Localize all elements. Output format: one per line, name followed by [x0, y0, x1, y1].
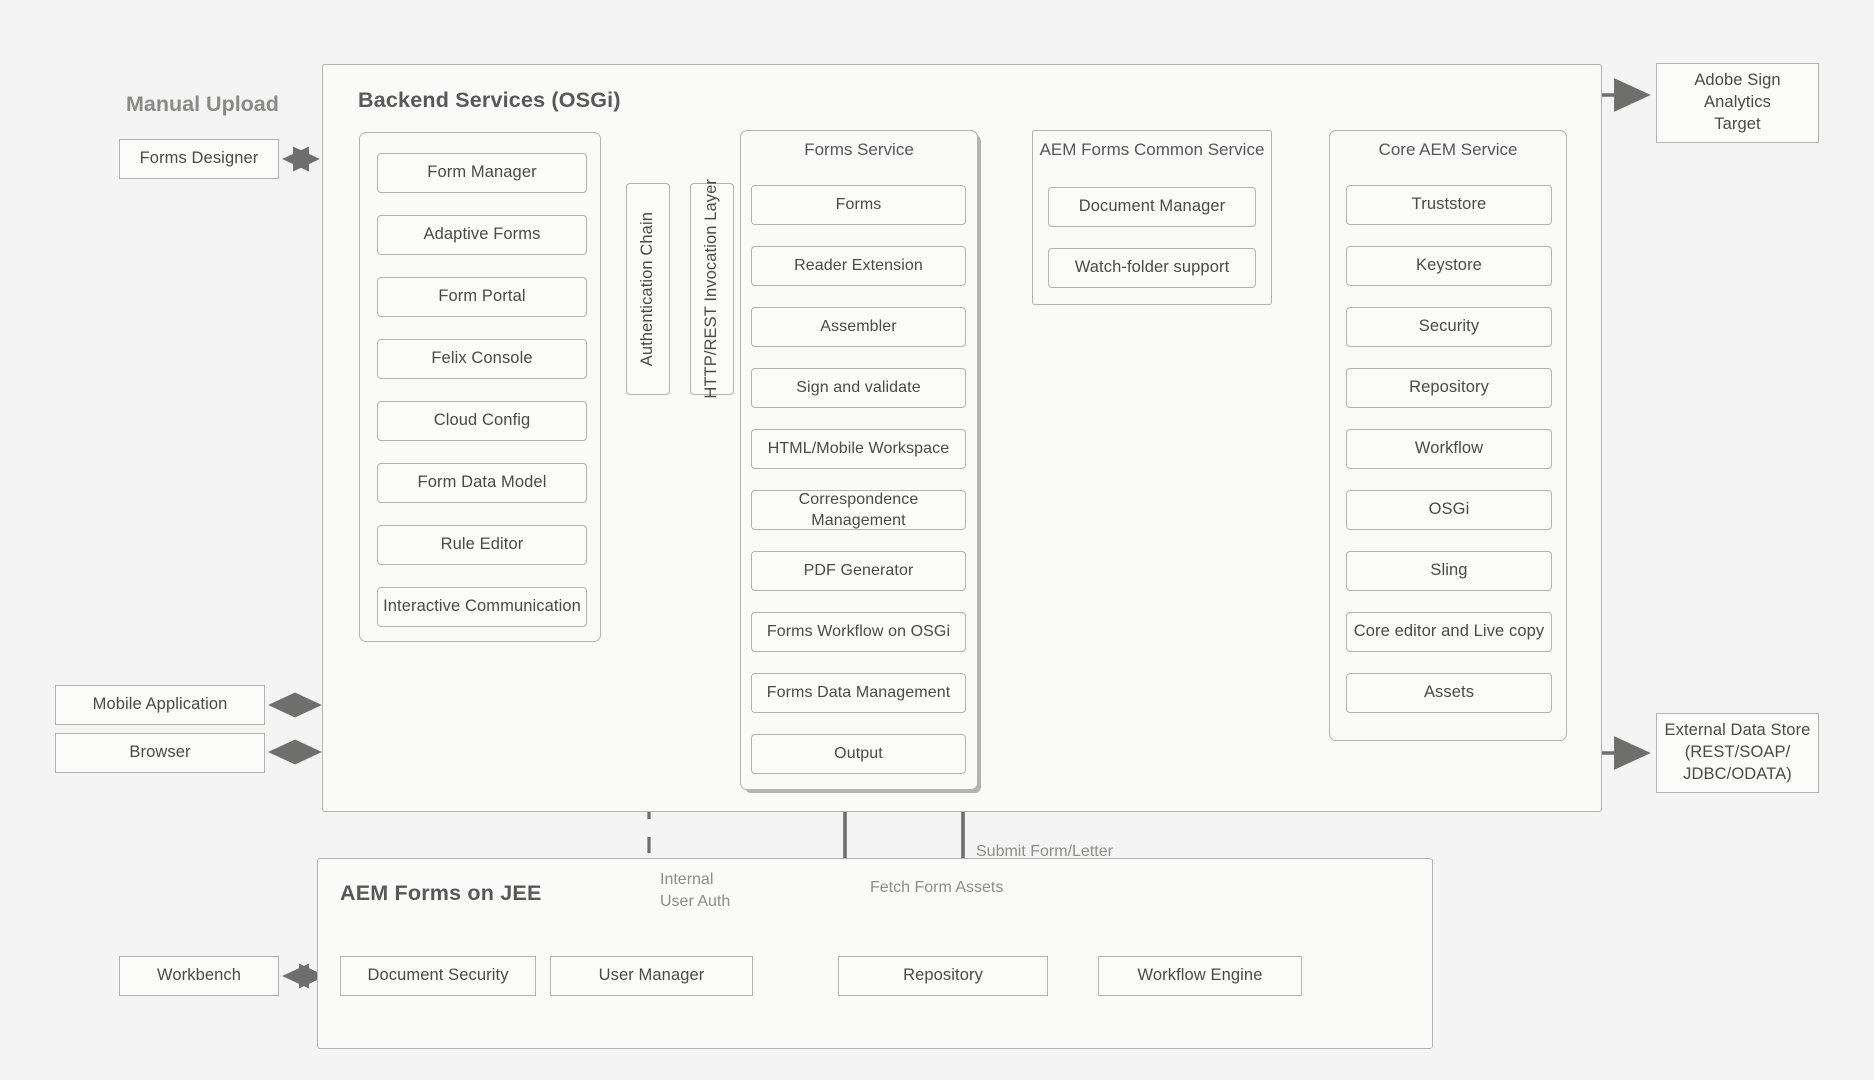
forms-service-item-reader-extension[interactable]: Reader Extension [751, 246, 966, 286]
node-label: Rule Editor [440, 535, 524, 554]
osgi-module-interactive-communication[interactable]: Interactive Communication [377, 587, 587, 627]
aem-forms-jee-container [317, 858, 1433, 1049]
text-line: Adobe Sign [1694, 71, 1781, 90]
mobile-application-box[interactable]: Mobile Application [55, 685, 265, 725]
forms-designer-box[interactable]: Forms Designer [119, 139, 279, 179]
node-label: Core editor and Live copy [1353, 622, 1545, 641]
core-aem-item-repository[interactable]: Repository [1346, 368, 1552, 408]
node-label: Forms Workflow on OSGi [766, 623, 951, 641]
jee-repository[interactable]: Repository [838, 956, 1048, 996]
osgi-module-adaptive-forms[interactable]: Adaptive Forms [377, 215, 587, 255]
text-line: Target [1714, 114, 1761, 133]
node-label: Correspondence Management [798, 490, 919, 529]
common-service-title: AEM Forms Common Service [1039, 140, 1265, 159]
external-data-store-box[interactable]: External Data Store (REST/SOAP/JDBC/ODATA… [1656, 713, 1819, 793]
forms-service-item-output[interactable]: Output [751, 734, 966, 774]
node-label: Forms [835, 196, 882, 214]
node-label: Repository [903, 966, 983, 985]
aem-forms-jee-title: AEM Forms on JEE [340, 881, 542, 905]
forms-service-item-correspondence-management[interactable]: Correspondence Management [751, 490, 966, 530]
text-line: Analytics [1704, 93, 1771, 112]
browser-box[interactable]: Browser [55, 733, 265, 773]
node-label: Truststore [1411, 195, 1487, 214]
node-label: Sign and validate [796, 379, 921, 397]
node-label: User Manager [598, 966, 705, 985]
forms-service-title: Forms Service [804, 140, 914, 159]
osgi-module-felix-console[interactable]: Felix Console [377, 339, 587, 379]
jee-document-security[interactable]: Document Security [340, 956, 536, 996]
fetch-form-assets-label: Fetch Form Assets [870, 879, 1004, 896]
authentication-chain-label: Authentication Chain [638, 211, 657, 367]
node-label: Adaptive Forms [423, 225, 541, 244]
backend-services-title: Backend Services (OSGi) [358, 88, 621, 112]
text-line: JDBC/ODATA) [1683, 764, 1792, 783]
core-aem-item-security[interactable]: Security [1346, 307, 1552, 347]
forms-service-item-html-mobile-workspace[interactable]: HTML/Mobile Workspace [751, 429, 966, 469]
authentication-chain-box: Authentication Chain [626, 183, 670, 395]
text-line: External Data Store [1664, 721, 1811, 740]
forms-service-item-forms[interactable]: Forms [751, 185, 966, 225]
osgi-module-form-manager[interactable]: Form Manager [377, 153, 587, 193]
text-line: User Auth [660, 892, 731, 910]
node-label: Forms Data Management [766, 684, 951, 702]
node-label: Form Data Model [417, 473, 547, 492]
node-label: Cloud Config [433, 411, 531, 430]
core-aem-item-workflow[interactable]: Workflow [1346, 429, 1552, 469]
node-label: HTML/Mobile Workspace [767, 440, 950, 458]
core-aem-item-truststore[interactable]: Truststore [1346, 185, 1552, 225]
workbench-box[interactable]: Workbench [119, 956, 279, 996]
core-aem-item-sling[interactable]: Sling [1346, 551, 1552, 591]
node-label: Document Manager [1078, 197, 1226, 216]
node-label: Security [1418, 317, 1480, 336]
node-label: Workflow [1414, 439, 1484, 458]
node-label: Assembler [820, 318, 897, 336]
forms-service-item-assembler[interactable]: Assembler [751, 307, 966, 347]
core-aem-item-core-editor-and-live-copy[interactable]: Core editor and Live copy [1346, 612, 1552, 652]
http-rest-invocation-layer-box: HTTP/REST Invocation Layer [690, 179, 734, 399]
text-line: Internal [660, 871, 714, 888]
core-aem-item-osgi[interactable]: OSGi [1346, 490, 1552, 530]
node-label: Assets [1423, 683, 1475, 702]
osgi-module-cloud-config[interactable]: Cloud Config [377, 401, 587, 441]
core-aem-item-keystore[interactable]: Keystore [1346, 246, 1552, 286]
node-label: Keystore [1416, 256, 1482, 275]
forms-service-item-pdf-generator[interactable]: PDF Generator [751, 551, 966, 591]
jee-workflow-engine[interactable]: Workflow Engine [1098, 956, 1302, 996]
node-label: Interactive Communication [383, 597, 581, 616]
submit-form-letter-label: Submit Form/Letter [976, 843, 1113, 860]
http-rest-invocation-layer-label: HTTP/REST Invocation Layer [702, 179, 721, 399]
forms-service-item-forms-data-management[interactable]: Forms Data Management [751, 673, 966, 713]
osgi-module-form-portal[interactable]: Form Portal [377, 277, 587, 317]
node-label: Watch-folder support [1074, 258, 1230, 277]
node-label: Output [834, 745, 883, 763]
common-service-item-watch-folder-support[interactable]: Watch-folder support [1048, 248, 1256, 288]
node-label: Repository [1409, 378, 1489, 397]
osgi-module-form-data-model[interactable]: Form Data Model [377, 463, 587, 503]
forms-service-item-sign-and-validate[interactable]: Sign and validate [751, 368, 966, 408]
node-label: Sling [1430, 561, 1468, 580]
core-aem-service-title: Core AEM Service [1378, 140, 1518, 159]
node-label: Form Manager [427, 163, 537, 182]
node-label: Reader Extension [794, 257, 923, 275]
core-aem-item-assets[interactable]: Assets [1346, 673, 1552, 713]
jee-user-manager[interactable]: User Manager [550, 956, 753, 996]
text-line: (REST/SOAP/ [1684, 743, 1791, 762]
node-label: Form Portal [438, 287, 526, 306]
common-service-item-document-manager[interactable]: Document Manager [1048, 187, 1256, 227]
node-label: Document Security [367, 966, 509, 985]
node-label: PDF Generator [803, 562, 914, 580]
forms-service-item-forms-workflow-on-osgi[interactable]: Forms Workflow on OSGi [751, 612, 966, 652]
manual-upload-label: Manual Upload [126, 92, 279, 116]
node-label: Felix Console [431, 349, 533, 368]
node-label: OSGi [1428, 500, 1470, 519]
osgi-modules-group [359, 132, 601, 642]
osgi-module-rule-editor[interactable]: Rule Editor [377, 525, 587, 565]
node-label: Workflow Engine [1137, 966, 1263, 985]
